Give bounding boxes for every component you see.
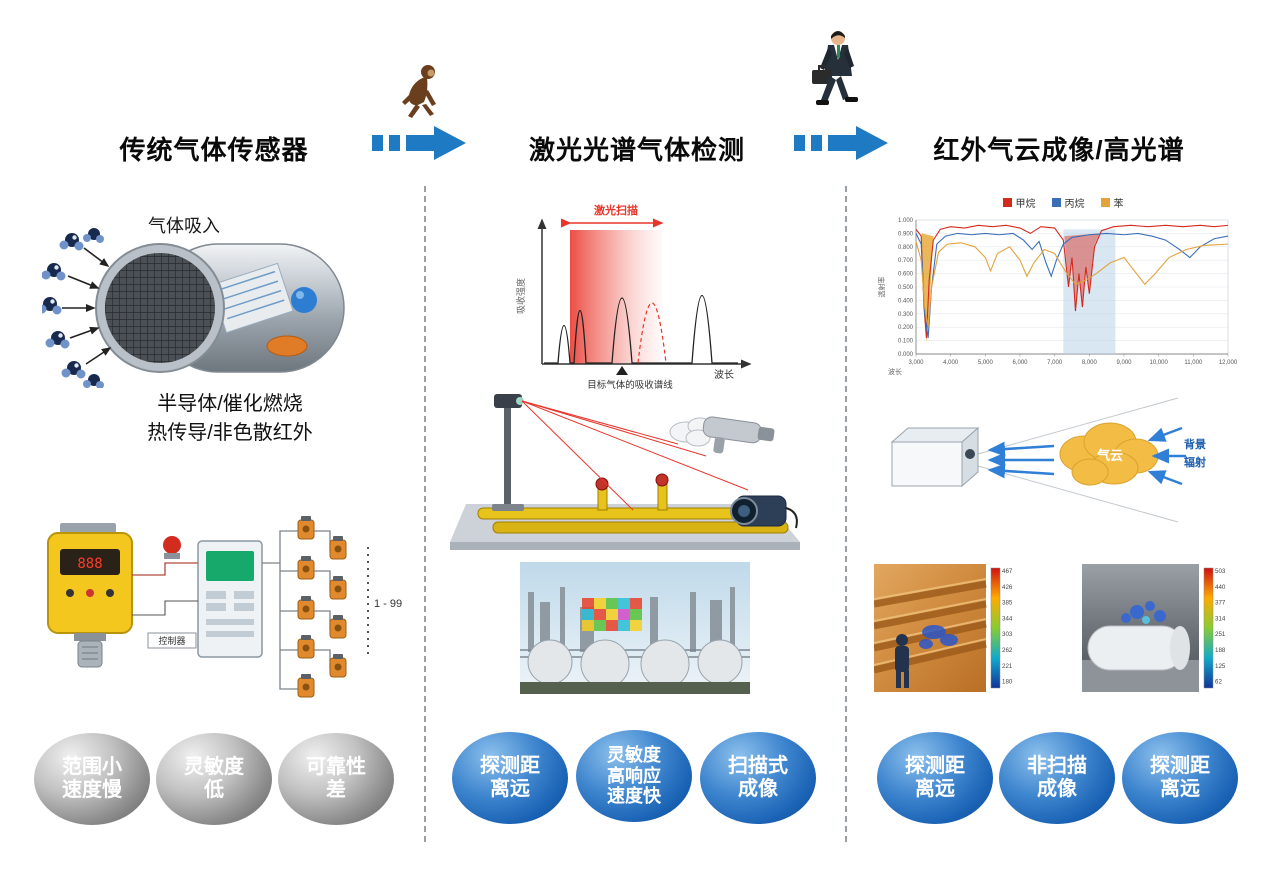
- background-radiation-label-2: 辐射: [1184, 455, 1206, 469]
- svg-text:12,000: 12,000: [1219, 360, 1238, 366]
- legend-item: 苯: [1100, 195, 1124, 210]
- svg-text:0.200: 0.200: [898, 325, 914, 331]
- sensor-technology-text: 半导体/催化燃烧 热传导/非色散红外: [147, 393, 313, 444]
- svg-text:344: 344: [1002, 615, 1013, 622]
- detector-network-illustration: 888 控制器: [47, 515, 402, 698]
- gas-imaging-overlay: [582, 598, 642, 631]
- svg-text:0.300: 0.300: [898, 312, 914, 318]
- gas-plume-overlay: [919, 625, 958, 649]
- network-range-label: 1 - 99: [374, 598, 402, 610]
- chart-legend: 甲烷丙烷苯: [908, 195, 1218, 210]
- column-title-laser: 激光光谱气体检测: [528, 135, 745, 165]
- evolution-arrow-icon: [794, 126, 888, 160]
- gas-cloud-label: 气云: [1097, 448, 1123, 463]
- svg-text:467: 467: [1002, 568, 1013, 575]
- svg-text:385: 385: [1002, 600, 1013, 607]
- svg-text:180: 180: [1002, 679, 1013, 686]
- svg-text:波长: 波长: [888, 367, 902, 376]
- worker-silhouette: [895, 634, 909, 688]
- camera-detector-icon: [730, 495, 798, 529]
- svg-text:0.900: 0.900: [898, 231, 914, 237]
- svg-text:3,000: 3,000: [908, 360, 924, 366]
- infrared-camera-icon: [890, 426, 980, 488]
- svg-text:426: 426: [1002, 584, 1013, 591]
- svg-text:8,000: 8,000: [1082, 360, 1098, 366]
- thermal-image-pipes: 467 426 385 344 303 262 221 180: [874, 564, 1013, 692]
- svg-text:0.500: 0.500: [898, 285, 914, 291]
- gas-plume-overlay: [1121, 601, 1166, 624]
- feature-badge: 范围小 速度慢: [34, 733, 150, 825]
- gas-puff-icon: [669, 417, 713, 447]
- tank-silhouette: [1087, 625, 1185, 671]
- svg-text:125: 125: [1215, 663, 1226, 670]
- feature-badge: 探测距 离远: [877, 732, 993, 824]
- evolution-arrow-icon: [372, 126, 466, 160]
- svg-text:9,000: 9,000: [1116, 360, 1132, 366]
- controller-label: 控制器: [158, 635, 185, 646]
- column-divider: [845, 186, 847, 842]
- gas-molecules: [42, 228, 104, 388]
- column-title-infrared: 红外气云成像/高光谱: [933, 135, 1185, 165]
- svg-text:1.000: 1.000: [898, 218, 914, 224]
- svg-text:10,000: 10,000: [1149, 360, 1168, 366]
- absorption-spectrum-chart: 激光扫描 吸收强度 波长 目标气体的吸收谱线: [515, 203, 752, 391]
- thermal-image-tank: 503 440 377 314 251 188 125 62: [1082, 564, 1226, 692]
- svg-text:188: 188: [1215, 647, 1226, 654]
- refinery-photo: [520, 562, 750, 694]
- laser-scanning-illustration: [450, 394, 800, 550]
- feature-badge: 探测距 离远: [1122, 732, 1238, 824]
- legend-item: 甲烷: [1002, 195, 1036, 210]
- feature-badge: 扫描式 成像: [700, 732, 816, 824]
- svg-text:303: 303: [1002, 631, 1013, 638]
- svg-text:5,000: 5,000: [978, 360, 994, 366]
- gas-cloud-imaging-illustration: 气云 背景 辐射: [890, 397, 1206, 523]
- feature-badge: 灵敏度 低: [156, 733, 272, 825]
- spectrum-xlabel: 波长: [714, 368, 734, 381]
- feature-badge: 非扫描 成像: [999, 732, 1115, 824]
- feature-badge: 灵敏度 高响应 速度快: [576, 730, 692, 822]
- svg-text:0.800: 0.800: [898, 245, 914, 251]
- column-title-traditional: 传统气体传感器: [119, 135, 309, 165]
- monkey-icon: [402, 65, 436, 118]
- svg-text:6,000: 6,000: [1012, 360, 1028, 366]
- background-radiation-label-1: 背景: [1184, 437, 1206, 451]
- svg-text:0.400: 0.400: [898, 298, 914, 304]
- feature-badge: 探测距 离远: [452, 732, 568, 824]
- walking-businessman-icon: [812, 31, 858, 105]
- color-scale-bar: [1203, 567, 1214, 689]
- transmission-spectrum-chart: 1.000 0.900 0.800 0.700 0.600 0.500 0.400 0.300…: [877, 218, 1238, 376]
- gas-intake-label: 气体吸入: [148, 216, 220, 236]
- svg-text:透射率: 透射率: [877, 277, 886, 298]
- feature-badge: 可靠性 差: [278, 733, 394, 825]
- svg-text:440: 440: [1215, 584, 1226, 591]
- svg-text:11,000: 11,000: [1184, 360, 1203, 366]
- svg-text:7,000: 7,000: [1047, 360, 1063, 366]
- svg-text:377: 377: [1215, 600, 1226, 607]
- spectrum-ylabel: 吸收强度: [515, 278, 526, 314]
- svg-text:0.100: 0.100: [898, 339, 914, 345]
- svg-text:62: 62: [1215, 679, 1222, 686]
- svg-text:262: 262: [1002, 647, 1013, 654]
- svg-text:503: 503: [1215, 568, 1226, 575]
- legend-item: 丙烷: [1051, 195, 1085, 210]
- svg-text:251: 251: [1215, 631, 1226, 638]
- column-divider: [424, 186, 426, 842]
- handheld-detector-icon: [702, 416, 775, 454]
- gas-cloud-icon: [1059, 422, 1159, 486]
- svg-text:0.600: 0.600: [898, 272, 914, 278]
- svg-text:0.700: 0.700: [898, 258, 914, 264]
- svg-text:314: 314: [1215, 615, 1226, 622]
- color-scale-bar: [990, 567, 1001, 689]
- svg-text:0.000: 0.000: [898, 352, 914, 358]
- laser-scan-label: 激光扫描: [594, 203, 638, 217]
- svg-text:4,000: 4,000: [943, 360, 959, 366]
- gas-sensor-illustration: [42, 228, 345, 388]
- detector-display: 888: [77, 556, 102, 572]
- storage-spheres: [527, 639, 743, 689]
- target-gas-label: 目标气体的吸收谱线: [587, 379, 673, 391]
- color-scale-labels: 467 426 385 344 303 262 221 180: [1002, 568, 1013, 686]
- svg-text:221: 221: [1002, 663, 1013, 670]
- color-scale-labels: 503 440 377 314 251 188 125 62: [1215, 568, 1226, 686]
